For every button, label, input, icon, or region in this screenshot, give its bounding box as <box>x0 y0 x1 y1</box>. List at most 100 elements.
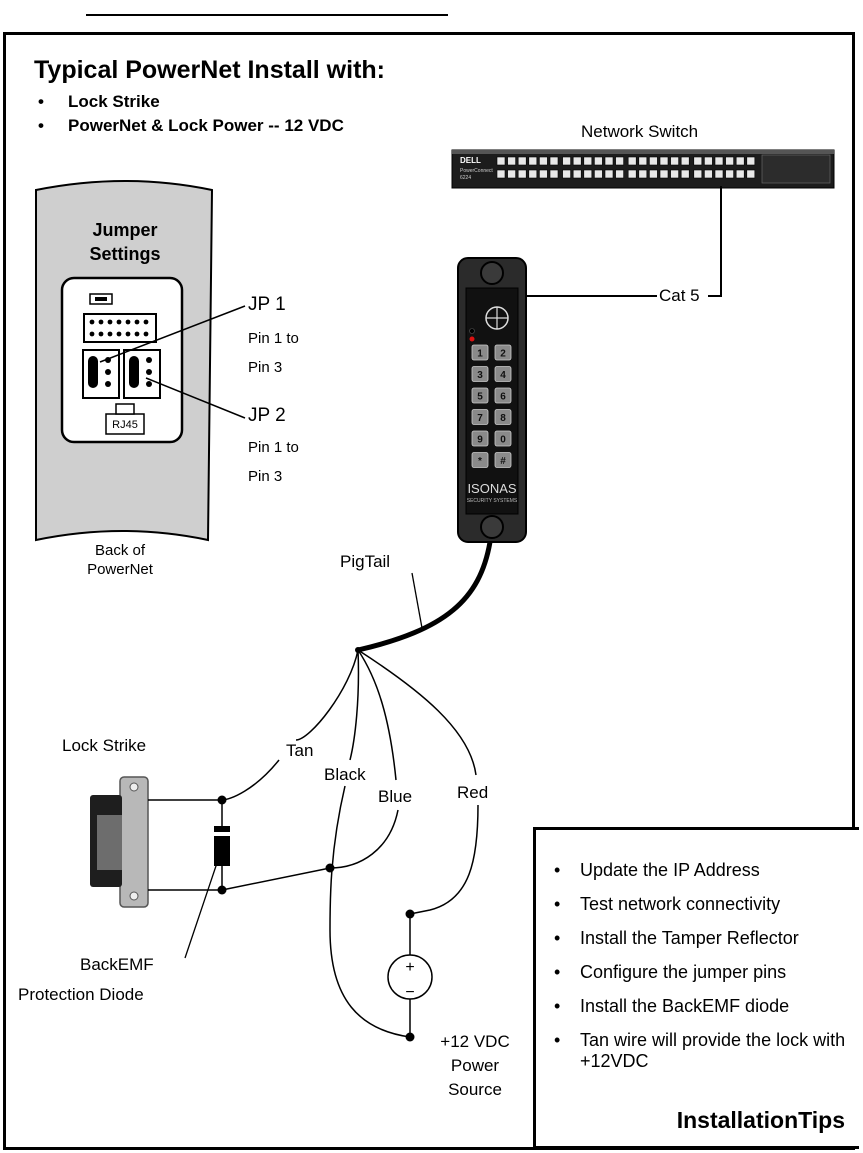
red-wire <box>357 649 479 915</box>
switch-port <box>680 169 690 179</box>
keypad-key-label: 1 <box>477 349 483 360</box>
jp1-setting-line2: Pin 3 <box>248 359 283 376</box>
switch-port <box>670 169 679 179</box>
lock-strike-device <box>90 776 149 908</box>
tip-item: Tan wire will provide the lock with +12V… <box>552 1030 852 1072</box>
keypad-key-label: 8 <box>500 413 506 424</box>
cat5-cable <box>708 186 722 297</box>
blue-wire <box>221 649 399 891</box>
jp1-setting: Pin 1 to Pin 3 <box>248 324 299 382</box>
diode-leader-line <box>184 859 219 959</box>
switch-port <box>496 169 506 179</box>
keypad-key-label: 6 <box>500 392 506 403</box>
keypad-key[interactable] <box>471 344 489 361</box>
black-wire-label: Black <box>324 765 366 784</box>
feature-item: Lock Strike <box>38 90 344 114</box>
power-source-label: +12 VDC Power Source <box>422 1030 528 1102</box>
switch-port <box>725 156 734 166</box>
keypad-key[interactable] <box>471 430 489 447</box>
power-plus: + <box>405 959 414 976</box>
switch-port <box>670 156 679 166</box>
switch-port <box>627 169 637 179</box>
keypad-key[interactable] <box>494 430 512 447</box>
feature-item: PowerNet & Lock Power -- 12 VDC <box>38 114 344 138</box>
keypad-key-label: 3 <box>477 370 483 381</box>
jp2-setting: Pin 1 to Pin 3 <box>248 433 299 491</box>
header-rule <box>86 14 448 16</box>
pigtail-label: PigTail <box>340 552 391 571</box>
pin-header-pins <box>89 319 149 337</box>
reader-brand: ISONAS <box>467 481 516 496</box>
switch-port <box>528 169 538 179</box>
lock-strike-label: Lock Strike <box>62 736 147 755</box>
switch-ports <box>496 156 756 179</box>
switch-port <box>604 156 614 166</box>
switch-port <box>539 156 548 166</box>
feature-list: Lock Strike PowerNet & Lock Power -- 12 … <box>38 90 344 138</box>
power-minus: − <box>405 984 414 1001</box>
switch-port <box>693 169 703 179</box>
keypad-key[interactable] <box>494 344 512 361</box>
keypad-key[interactable] <box>471 452 489 468</box>
switch-port <box>583 156 593 166</box>
switch-port <box>735 169 745 179</box>
switch-port <box>572 156 582 166</box>
switch-port <box>649 156 658 166</box>
switch-port <box>649 169 658 179</box>
switch-port <box>496 156 506 166</box>
power-label-line1: +12 VDC <box>440 1032 510 1051</box>
jp2-setting-line1: Pin 1 to <box>248 439 299 456</box>
diode-label-line2: Protection Diode <box>18 985 144 1004</box>
keypad-key[interactable] <box>494 387 512 404</box>
powernet-caption-line1: Back of <box>94 542 146 559</box>
switch-port <box>604 169 614 179</box>
switch-port <box>659 156 669 166</box>
keypad-key[interactable] <box>494 409 512 425</box>
switch-port <box>615 156 624 166</box>
switch-port <box>549 169 559 179</box>
switch-port <box>638 169 648 179</box>
switch-port <box>517 169 527 179</box>
cat5-label: Cat 5 <box>658 286 701 306</box>
page-title: Typical PowerNet Install with: <box>34 56 385 84</box>
switch-port <box>659 169 669 179</box>
switch-port <box>507 169 516 179</box>
tip-item: Test network connectivity <box>552 894 852 915</box>
switch-port <box>517 156 527 166</box>
status-led-red <box>469 336 475 342</box>
switch-model-number: 6224 <box>460 175 471 181</box>
reader-brand-sub: SECURITY SYSTEMS <box>467 498 518 504</box>
switch-port <box>746 156 756 166</box>
switch-port <box>507 156 516 166</box>
keypad-key[interactable] <box>494 366 512 382</box>
switch-port <box>539 169 548 179</box>
pigtail-leader-line <box>411 572 423 629</box>
switch-port <box>572 169 582 179</box>
switch-port <box>704 156 713 166</box>
keypad-key-label: 2 <box>500 349 506 360</box>
diode-label-line1: BackEMF <box>80 955 154 974</box>
keypad-key[interactable] <box>494 452 512 468</box>
switch-port <box>746 169 756 179</box>
switch-port <box>562 169 571 179</box>
keypad-key-label: 7 <box>477 413 483 424</box>
keypad-key[interactable] <box>471 409 489 425</box>
powernet-caption-line2: PowerNet <box>87 561 153 578</box>
keypad-key[interactable] <box>471 387 489 404</box>
keypad-key-label: 0 <box>500 435 506 446</box>
power-label-line2: Power <box>450 1056 500 1075</box>
tip-item: Update the IP Address <box>552 860 852 881</box>
keypad-key[interactable] <box>471 366 489 382</box>
switch-port <box>562 156 571 166</box>
status-led-off <box>469 328 475 334</box>
tip-item: Configure the jumper pins <box>552 962 852 983</box>
jumper-heading: Jumper Settings <box>80 218 170 266</box>
diagram-frame <box>3 32 855 1150</box>
jumper-heading-line1: Jumper <box>92 220 158 240</box>
black-wire <box>329 649 411 1038</box>
pigtail-cable <box>357 541 493 653</box>
switch-port <box>528 156 538 166</box>
keypad-key-label: # <box>500 456 506 467</box>
